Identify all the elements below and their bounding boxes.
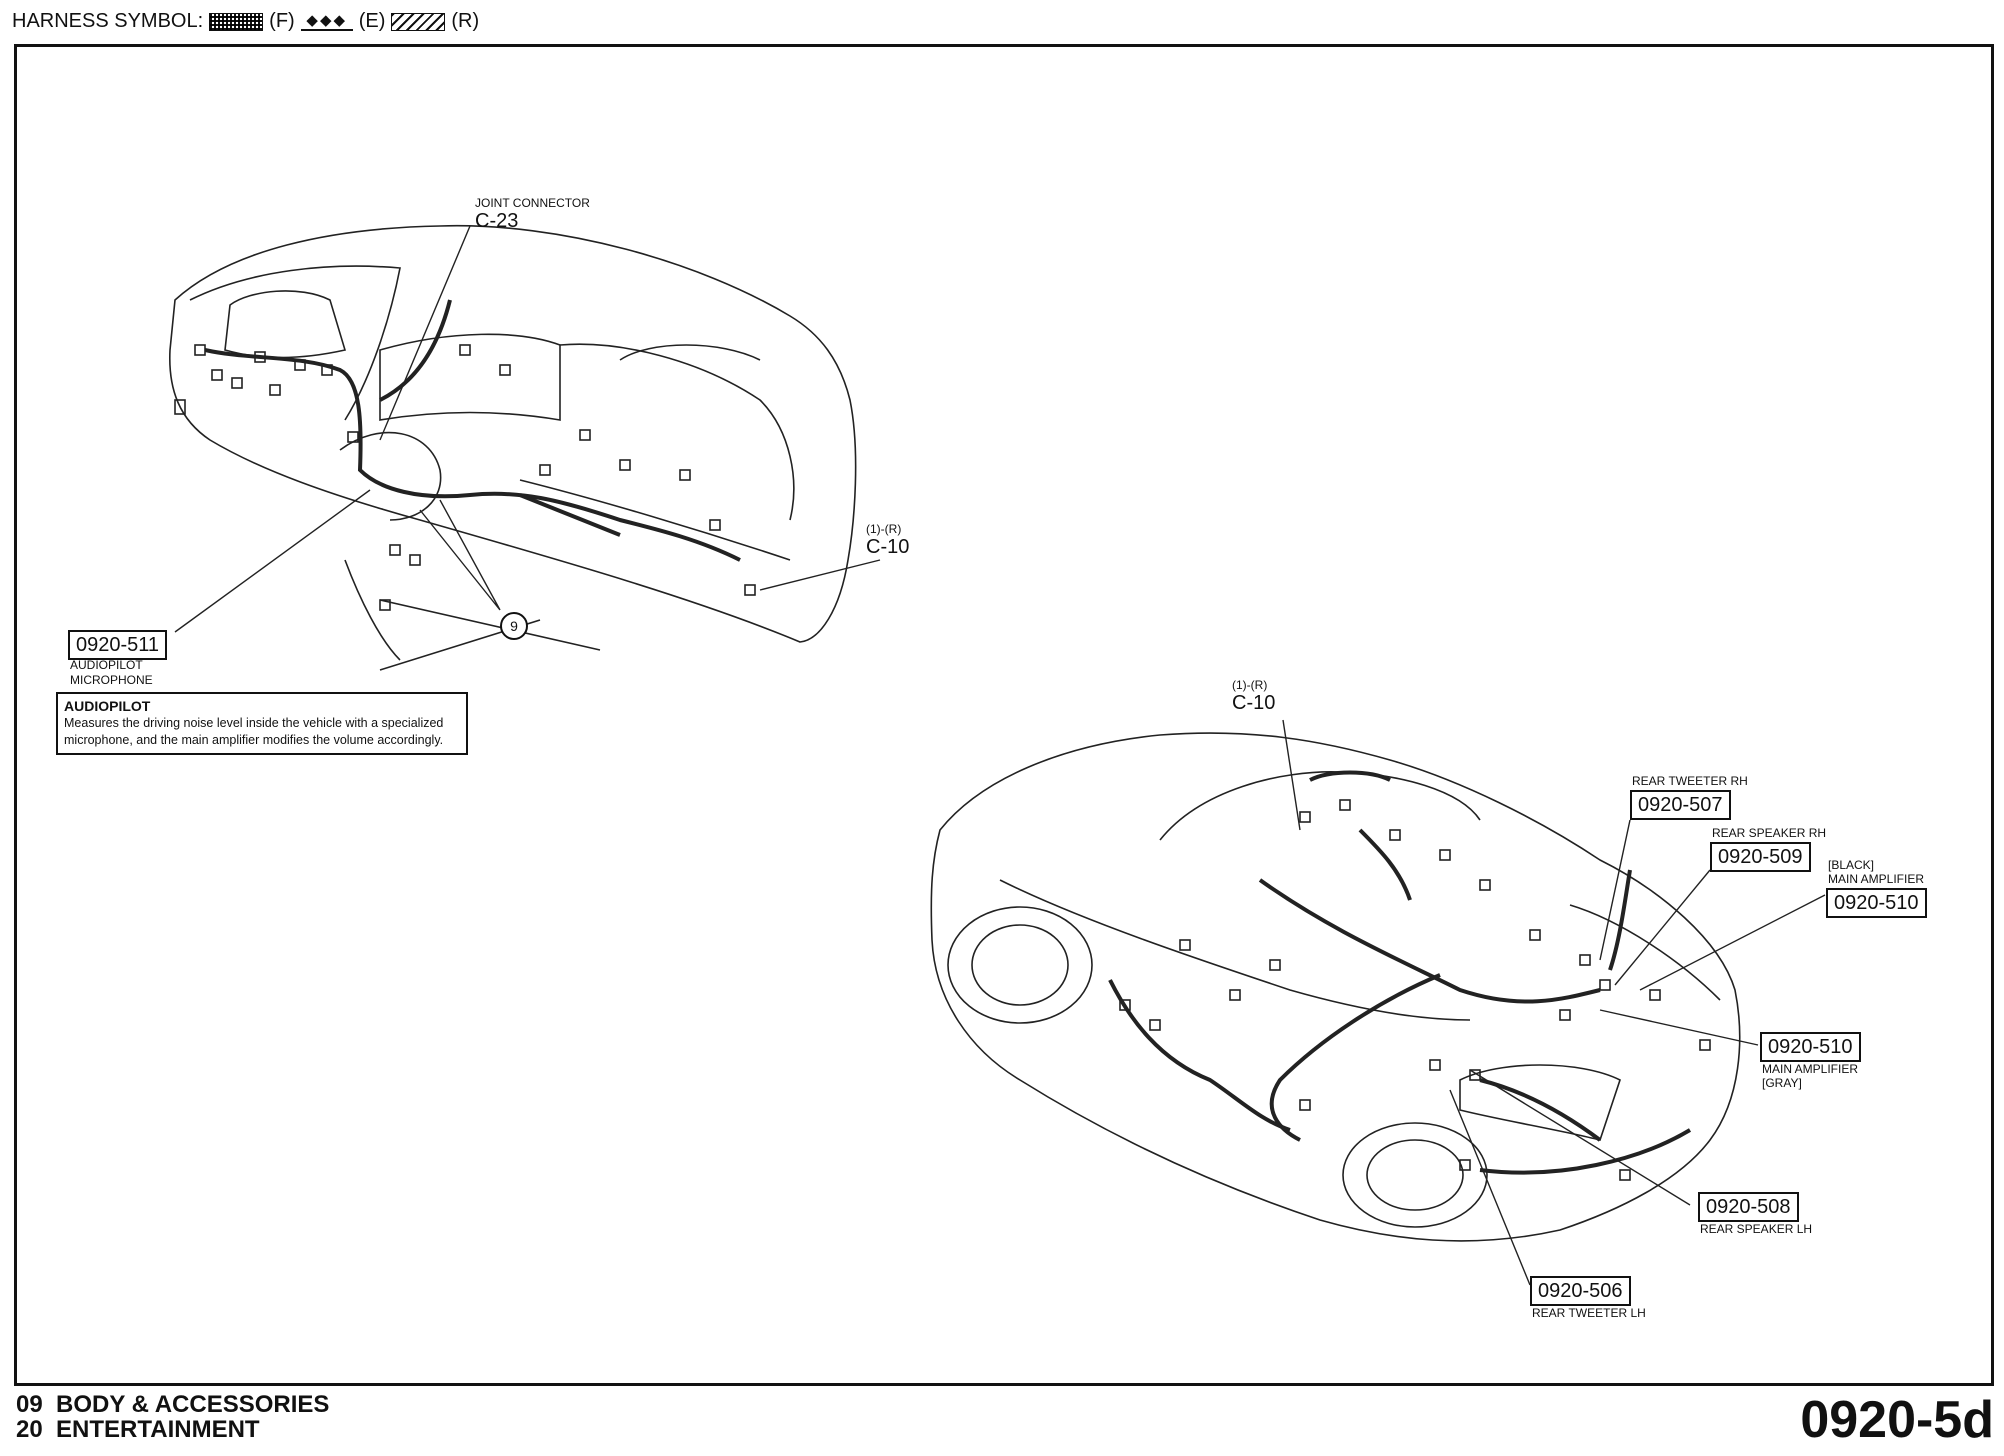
- page-code: 0920-5d: [1800, 1391, 1994, 1449]
- dashboard-drawing: [169, 224, 857, 671]
- main-amp-gray-caption-1: MAIN AMPLIFIER: [1762, 1062, 1859, 1076]
- front-harness-symbol-icon: [209, 12, 264, 31]
- legend-code-f: (F): [269, 10, 295, 32]
- dashboard-connectors: [174, 344, 756, 611]
- legend-code-e: (E): [358, 10, 386, 32]
- audiopilot-mic-code: 0920-511: [68, 630, 168, 660]
- rear-tweeter-lh-caption: REAR TWEETER LH: [1532, 1306, 1646, 1320]
- car-leaders: [1282, 719, 1826, 1286]
- c10-car-caption: (1)-(R): [1232, 678, 1268, 692]
- c10-top-code: C-10: [866, 536, 910, 558]
- diagram-frame: [14, 44, 1994, 1386]
- section-line-2: 20 ENTERTAINMENT: [16, 1416, 260, 1443]
- joint-connector-code: C-23: [475, 210, 519, 232]
- main-amp-gray-caption-2: [GRAY]: [1762, 1076, 1802, 1090]
- rear-tweeter-rh-caption: REAR TWEETER RH: [1632, 774, 1748, 788]
- audiopilot-note-box: AUDIOPILOT Measures the driving noise le…: [56, 692, 468, 755]
- rear-tweeter-lh-code: 0920-506: [1530, 1276, 1631, 1306]
- note-text: Measures the driving noise level inside …: [64, 716, 444, 747]
- legend-code-r: (R): [451, 10, 480, 32]
- c10-car-code: C-10: [1232, 692, 1276, 714]
- rear-harness-symbol-icon: [391, 12, 446, 31]
- section-line-1: 09 BODY & ACCESSORIES: [16, 1391, 330, 1418]
- car-body-drawing: [930, 732, 1741, 1242]
- section-title: 09 BODY & ACCESSORIES 20 ENTERTAINMENT: [16, 1392, 329, 1442]
- rear-speaker-rh-caption: REAR SPEAKER RH: [1712, 826, 1827, 840]
- c10-top-caption: (1)-(R): [866, 522, 902, 536]
- main-amp-gray-code: 0920-510: [1760, 1032, 1861, 1062]
- main-amp-black-code: 0920-510: [1826, 888, 1927, 918]
- audiopilot-mic-caption-1: AUDIOPILOT: [70, 658, 143, 672]
- joint-connector-caption: JOINT CONNECTOR: [475, 196, 590, 210]
- car-connectors: [1119, 799, 1711, 1181]
- audiopilot-mic-caption-2: MICROPHONE: [70, 673, 153, 687]
- rear-speaker-lh-code: 0920-508: [1698, 1192, 1799, 1222]
- dashboard-harness: [204, 299, 741, 562]
- dashboard-leaders: [174, 225, 881, 633]
- harness-symbol-legend: HARNESS SYMBOL: (F) ◆◆◆ (E) (R): [12, 10, 479, 33]
- car-harness: [1108, 770, 1692, 1175]
- reference-number-9: 9: [500, 612, 528, 640]
- engine-harness-symbol-icon: ◆◆◆: [300, 12, 353, 31]
- rear-speaker-lh-caption: REAR SPEAKER LH: [1700, 1222, 1813, 1236]
- rear-speaker-rh-code: 0920-509: [1710, 842, 1811, 872]
- main-amp-black-caption-2: MAIN AMPLIFIER: [1828, 872, 1925, 886]
- note-title: AUDIOPILOT: [64, 698, 151, 714]
- main-amp-black-caption-1: [BLACK]: [1828, 858, 1875, 872]
- legend-label: HARNESS SYMBOL:: [12, 10, 204, 32]
- rear-tweeter-rh-code: 0920-507: [1630, 790, 1731, 820]
